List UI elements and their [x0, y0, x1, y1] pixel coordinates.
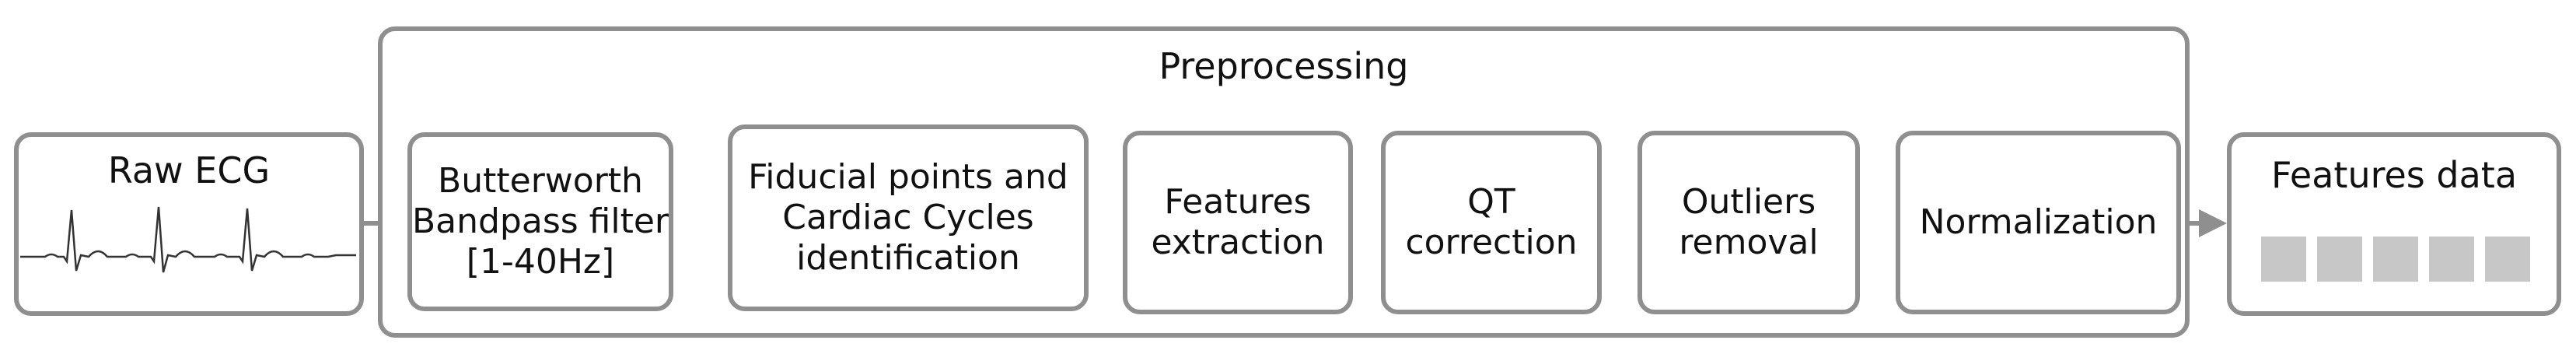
feature-block [2373, 237, 2418, 282]
step-normalization-label: Normalization [1919, 202, 2158, 243]
feature-blocks [2261, 237, 2541, 283]
step-features-extraction-label: Features extraction [1151, 182, 1325, 262]
step-butterworth-label: Butterworth Bandpass filter [1-40Hz] [411, 161, 669, 282]
feature-block [2429, 237, 2474, 282]
feature-block [2485, 237, 2530, 282]
step-fiducial-box [728, 124, 1089, 311]
features-data-box [2227, 132, 2561, 316]
step-qt-correction-box [1381, 131, 1602, 314]
raw-ecg-label: Raw ECG [107, 149, 271, 191]
preprocessing-title: Preprocessing [1159, 45, 1409, 87]
ecg-trace-icon [20, 206, 356, 273]
step-butterworth-box [407, 132, 673, 311]
step-normalization-box [1896, 131, 2181, 314]
step-qt-correction-label: QT correction [1405, 182, 1578, 262]
step-outliers-removal-label: Outliers removal [1679, 182, 1819, 262]
feature-block [2317, 237, 2362, 282]
features-data-label: Features data [2270, 154, 2518, 196]
step-outliers-removal-box [1638, 131, 1860, 314]
feature-block [2261, 237, 2306, 282]
step-fiducial-label: Fiducial points and Cardiac Cycles ident… [748, 157, 1068, 278]
step-features-extraction-box [1123, 131, 1353, 314]
